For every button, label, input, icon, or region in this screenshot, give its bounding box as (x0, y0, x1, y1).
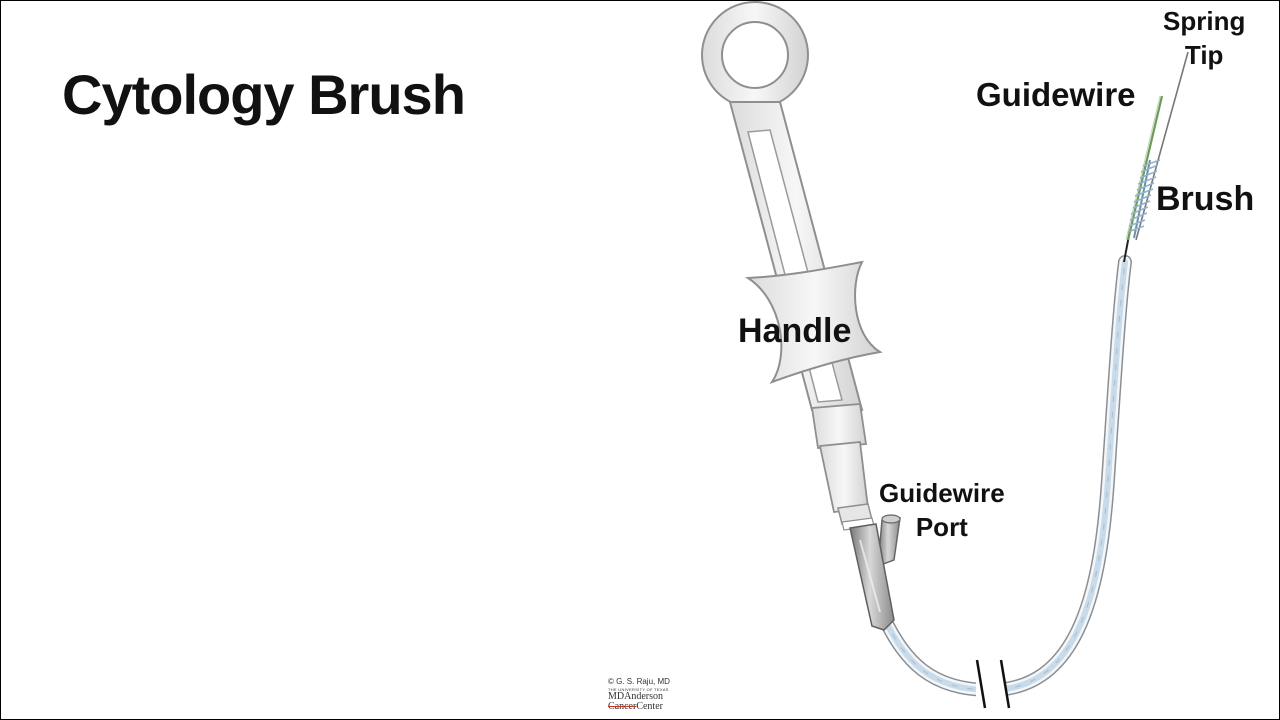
guidewire-port-label-line1: Guidewire (879, 478, 1005, 508)
catheter-break-marks (975, 659, 1011, 712)
logo-word-struck: Cancer (608, 701, 637, 712)
guidewire (1123, 95, 1164, 263)
credit-block: © G. S. Raju, MD THE UNIVERSITY OF TEXAS… (608, 678, 670, 712)
spring-tip-label-line2: Tip (1184, 40, 1224, 70)
handle-ring (701, 1, 809, 109)
guidewire-port-label-line2: Port (915, 512, 968, 542)
logo-line1: MDAnderson (608, 691, 663, 702)
handle-spool (744, 260, 883, 384)
logo-word-end: Center (636, 701, 663, 712)
guidewire-port-label: Guidewire Port (879, 476, 1005, 544)
logo-line2: CancerCenter (608, 702, 670, 712)
handle-connector (810, 403, 875, 531)
copyright-text: © G. S. Raju, MD (608, 677, 670, 686)
guidewire-label: Guidewire (976, 76, 1136, 113)
guidewire-port-connector (849, 514, 901, 631)
brush-label: Brush (1156, 180, 1255, 218)
spring-tip-label: Spring Tip (1163, 4, 1245, 72)
handle-label: Handle (738, 312, 852, 350)
institution-text: THE UNIVERSITY OF TEXAS (608, 687, 669, 692)
spring-tip-label-line1: Spring (1163, 6, 1246, 36)
slide-title: Cytology Brush (62, 63, 466, 126)
catheter-sheath (878, 255, 1132, 698)
brush-bristles (1127, 159, 1161, 239)
